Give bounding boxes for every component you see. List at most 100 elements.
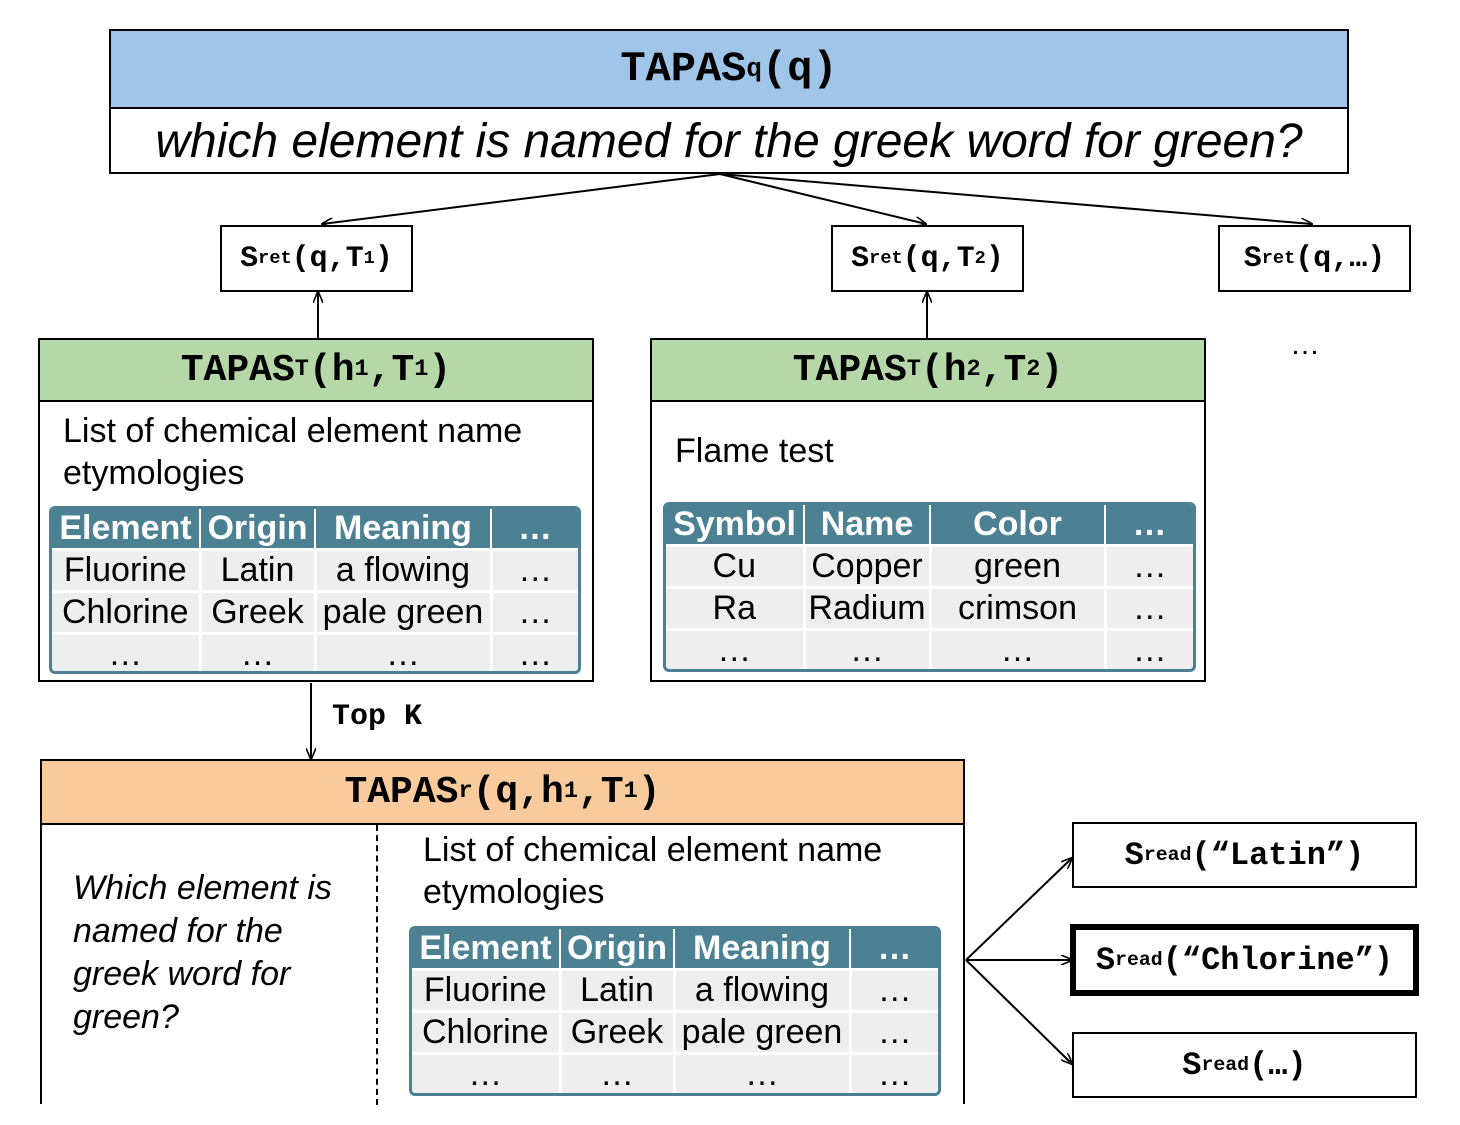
table-cell: … — [930, 628, 1107, 669]
table-cell: Chlorine — [412, 1010, 562, 1054]
table-1-caption: List of chemical element name etymologie… — [63, 412, 523, 492]
table-1-col-header: … — [491, 509, 578, 550]
table-cell: Latin — [200, 548, 317, 592]
te1-close: ) — [428, 348, 452, 392]
score-2-args: (q,T — [902, 241, 975, 276]
reader-title-args: (q,h — [472, 770, 564, 814]
table-cell: … — [804, 628, 932, 669]
table-2: Symbol Name Color … Cu Copper green … Ra… — [663, 502, 1196, 672]
table-cell: … — [412, 1052, 562, 1093]
arrow-query-to-score-2 — [719, 173, 926, 224]
table-cell: Fluorine — [412, 968, 562, 1012]
score-3-args: (q,…) — [1295, 241, 1386, 276]
reader-question: Which element is named for the greek wor… — [73, 869, 332, 1036]
table-cell: … — [1105, 544, 1193, 588]
te2-mid: ,T — [980, 348, 1027, 392]
table-cell: pale green — [674, 1010, 852, 1054]
score-1-args: (q,T — [291, 241, 364, 276]
score-1-args-close: ) — [374, 241, 393, 276]
score-3-base: S — [1243, 241, 1262, 276]
table-row: Cu Copper green … — [666, 544, 1193, 588]
table-cell: … — [491, 632, 578, 671]
table-1-col-header: Meaning — [315, 509, 492, 550]
table-cell: Fluorine — [52, 548, 202, 592]
te2-title-base: TAPAS — [792, 348, 907, 392]
table-cell: Cu — [666, 544, 806, 588]
table-cell: Radium — [804, 586, 932, 630]
read-score-3-base: S — [1182, 1046, 1202, 1084]
read-score-2-args: (“Chlorine”) — [1162, 941, 1394, 979]
read-score-1-base: S — [1124, 836, 1144, 874]
table-2-header-row: Symbol Name Color … — [666, 505, 1193, 546]
query-question: which element is named for the greek wor… — [155, 115, 1303, 168]
reader-title-base: TAPAS — [344, 770, 459, 814]
table-row: Ra Radium crimson … — [666, 586, 1193, 630]
table-cell: … — [850, 968, 938, 1012]
table-1-col-header: Origin — [200, 509, 316, 550]
table-cell: Ra — [666, 586, 806, 630]
read-score-2-base: S — [1095, 941, 1116, 979]
te1-mid: ,T — [368, 348, 415, 392]
table-row: … … … … — [666, 628, 1193, 669]
te1-title-args: (h — [308, 348, 355, 392]
table-cell: a flowing — [315, 548, 493, 592]
score-2-base: S — [851, 241, 870, 276]
table-cell: crimson — [930, 586, 1107, 630]
table-row: … … … … — [52, 632, 578, 671]
table-row: Chlorine Greek pale green … — [412, 1010, 938, 1054]
reader-mid: ,T — [577, 770, 624, 814]
table-cell: … — [200, 632, 317, 671]
table-1: Element Origin Meaning … Fluorine Latin … — [49, 506, 581, 674]
query-encoder-title-args: (q) — [762, 45, 838, 93]
table-cell: … — [315, 632, 493, 671]
table-row: … … … … — [412, 1052, 938, 1093]
table-1-col-header: Element — [52, 509, 201, 550]
table-cell: Greek — [560, 1010, 676, 1054]
table-cell: a flowing — [674, 968, 852, 1012]
table-cell: … — [491, 548, 578, 592]
table-cell: … — [1105, 628, 1193, 669]
table-2-caption: Flame test — [675, 432, 834, 470]
table-cell: … — [560, 1052, 676, 1093]
te2-close: ) — [1040, 348, 1064, 392]
more-ellipsis: … — [1290, 328, 1320, 361]
arrow-reader-to-read-3 — [965, 959, 1072, 1064]
arrow-query-to-score-1 — [322, 173, 721, 224]
table-2-col-header: Name — [804, 505, 931, 546]
table-cell: … — [850, 1052, 938, 1093]
table-cell: green — [930, 544, 1107, 588]
arrow-reader-to-read-1 — [965, 858, 1072, 961]
reader-caption: List of chemical element name etymologie… — [423, 831, 883, 911]
reader-table: Element Origin Meaning … Fluorine Latin … — [409, 926, 941, 1096]
score-2-args-close: ) — [985, 241, 1004, 276]
table-2-col-header: Symbol — [666, 505, 805, 546]
reader-table-col-header: … — [850, 929, 938, 970]
reader-table-header-row: Element Origin Meaning … — [412, 929, 938, 970]
reader-table-col-header: Meaning — [674, 929, 851, 970]
te2-title-args: (h — [920, 348, 967, 392]
table-cell: … — [491, 590, 578, 634]
table-cell: … — [850, 1010, 938, 1054]
table-row: Fluorine Latin a flowing … — [412, 968, 938, 1012]
reader-table-col-header: Element — [412, 929, 561, 970]
table-cell: Latin — [560, 968, 676, 1012]
table-2-col-header: Color — [930, 505, 1106, 546]
table-cell: Chlorine — [52, 590, 202, 634]
read-score-1-args: (“Latin”) — [1191, 836, 1365, 874]
query-encoder-title-base: TAPAS — [620, 45, 747, 93]
table-cell: … — [52, 632, 202, 671]
table-cell: … — [1105, 586, 1193, 630]
